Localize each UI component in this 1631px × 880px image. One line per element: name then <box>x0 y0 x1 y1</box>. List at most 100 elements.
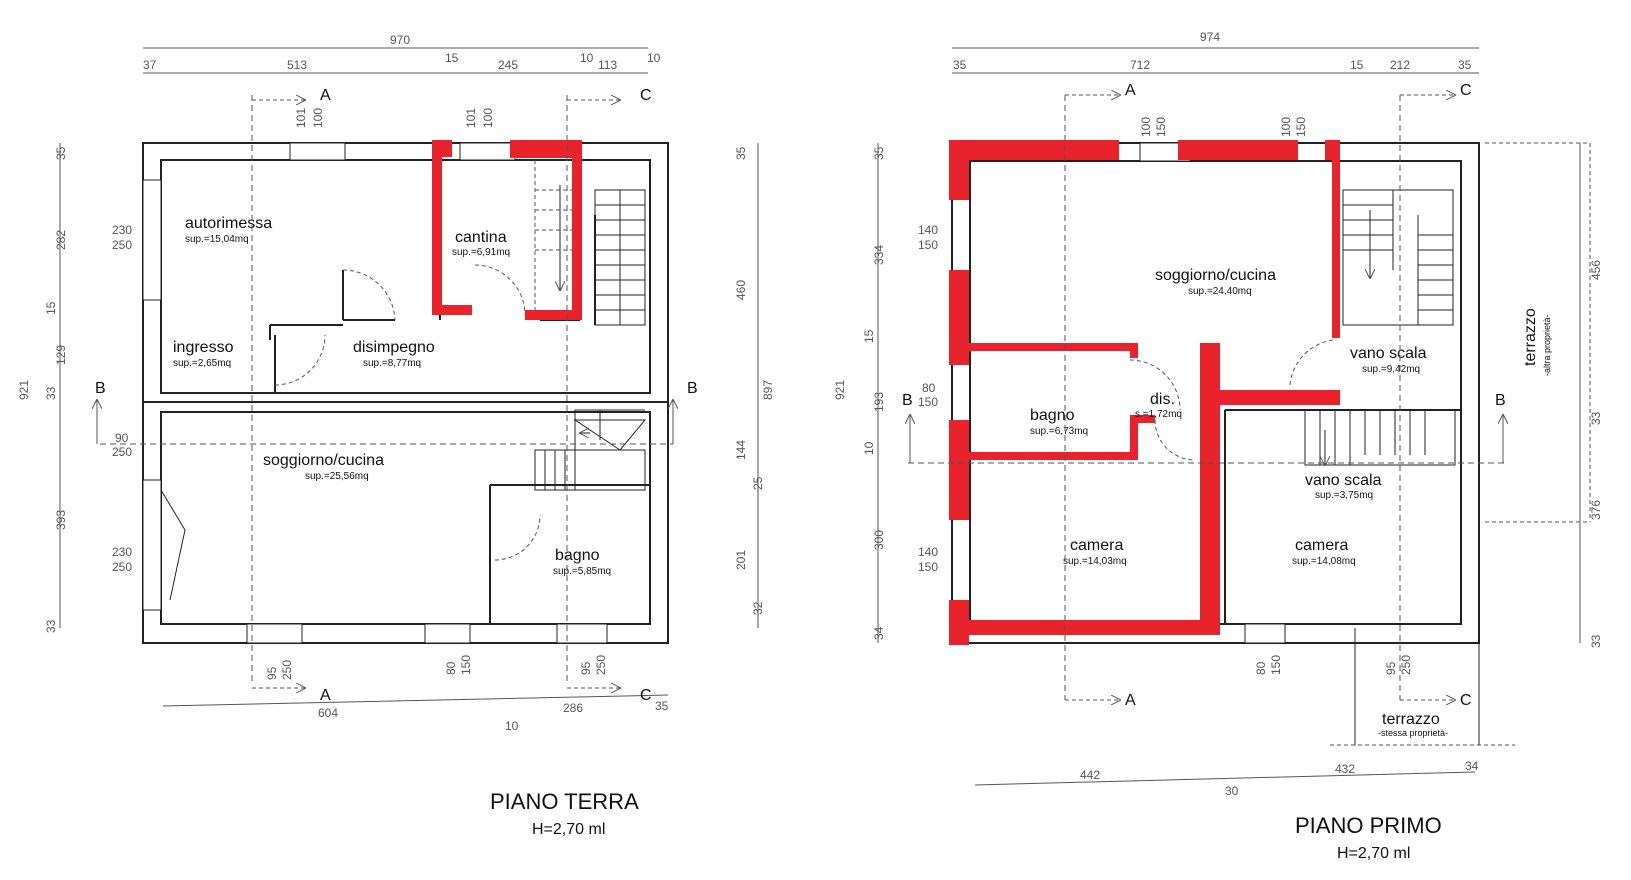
section-marker: C <box>1460 82 1472 99</box>
dim-label: 10 <box>505 719 519 733</box>
dim-label: 15 <box>445 51 459 65</box>
section-marker: B <box>1495 392 1506 409</box>
dim-label: 393 <box>54 510 68 530</box>
ground-room-area: sup.=25,56mq <box>305 471 369 482</box>
dim-label: 100 <box>1139 117 1153 137</box>
dim-label: 921 <box>17 380 31 400</box>
dim-label: 150 <box>459 655 473 675</box>
dim-label: 101 <box>294 108 308 128</box>
first-room-labels: soggiorno/cucina sup.=24,40mq vano scala… <box>1030 267 1552 738</box>
first-room-area: sup.=9,42mq <box>1362 364 1420 375</box>
dim-label: 604 <box>318 706 338 720</box>
ground-room-area: sup.=15,04mq <box>185 234 249 245</box>
dim-label: 10 <box>647 51 661 65</box>
dim-label: 80 <box>444 661 458 675</box>
first-room-area: sup.=24,40mq <box>1188 286 1252 297</box>
first-room-name: dis. <box>1150 391 1175 408</box>
first-room-area: sup.=14,08mq <box>1292 556 1356 567</box>
dim-label: 334 <box>872 245 886 265</box>
section-marker: B <box>687 380 698 397</box>
dim-label: 140 <box>918 545 938 559</box>
terrace-other-note: -altra proprietà- <box>1542 314 1552 376</box>
dim-label: 33 <box>44 619 58 633</box>
dim-label: 32 <box>751 601 765 615</box>
section-marker: B <box>95 380 106 397</box>
dim-label: 90 <box>115 431 129 445</box>
dim-label: 456 <box>1589 260 1603 280</box>
first-room-area: sup.=3,75mq <box>1315 490 1373 501</box>
ground-room-area: sup.=8,77mq <box>363 358 421 369</box>
dim-label: 921 <box>833 380 847 400</box>
first-dimension-lines <box>877 47 1581 786</box>
ground-room-area: sup.=6,91mq <box>452 247 510 258</box>
dim-label: 35 <box>655 699 669 713</box>
dim-label: 144 <box>734 440 748 460</box>
dim-label: 35 <box>1458 58 1472 72</box>
dim-label: 34 <box>872 626 886 640</box>
dim-label: 150 <box>918 238 938 252</box>
dim-label: 250 <box>112 560 132 574</box>
dim-label: 460 <box>734 280 748 300</box>
dim-label: 250 <box>1399 655 1413 675</box>
terrace-same-label: terrazzo <box>1382 711 1440 728</box>
ground-floor-height: H=2,70 ml <box>532 821 605 838</box>
dim-label: 100 <box>481 108 495 128</box>
dim-label: 150 <box>1294 117 1308 137</box>
first-room-name: bagno <box>1030 407 1075 424</box>
dim-label: 25 <box>751 476 765 490</box>
dim-label: 10 <box>862 441 876 455</box>
dim-label: 129 <box>54 345 68 365</box>
ground-room-name: soggiorno/cucina <box>263 452 384 469</box>
dim-label: 282 <box>54 230 68 250</box>
dim-label: 250 <box>280 660 294 680</box>
first-room-name: vano scala <box>1350 345 1427 362</box>
first-room-area: sup.=14,03mq <box>1063 556 1127 567</box>
ground-room-labels: autorimessa sup.=15,04mq cantina sup.=6,… <box>173 215 611 577</box>
dim-label: 442 <box>1080 768 1100 782</box>
first-room-area: sup.=6,73mq <box>1030 426 1088 437</box>
dim-label: 101 <box>464 108 478 128</box>
ground-room-name: disimpegno <box>353 339 435 356</box>
section-marker: C <box>1460 692 1472 709</box>
ground-outer-wall <box>142 142 669 644</box>
ground-room-name: cantina <box>455 229 507 246</box>
first-floor-height: H=2,70 ml <box>1337 845 1410 862</box>
dim-label: 100 <box>311 108 325 128</box>
dim-label: 230 <box>112 545 132 559</box>
section-marker: A <box>1125 692 1136 709</box>
section-marker: B <box>902 392 913 409</box>
dim-label: 376 <box>1589 500 1603 520</box>
dim-label: 150 <box>1154 117 1168 137</box>
dim-label: 140 <box>918 223 938 237</box>
dim-label: 897 <box>761 380 775 400</box>
section-marker: A <box>320 87 331 104</box>
dim-label: 15 <box>862 329 876 343</box>
dim-label: 201 <box>734 550 748 570</box>
dim-label: 34 <box>1465 759 1479 773</box>
first-room-area: s.=1,72mq <box>1135 409 1182 420</box>
dim-label: 150 <box>1269 655 1283 675</box>
dim-label: 33 <box>44 386 58 400</box>
dim-label: 970 <box>390 33 410 47</box>
dim-label: 35 <box>734 146 748 160</box>
first-room-name: vano scala <box>1305 472 1382 489</box>
first-dimension-text: 974 35 712 15 212 35 100 150 100 150 921… <box>833 30 1603 798</box>
dim-label: 10 <box>580 51 594 65</box>
dim-label: 300 <box>872 530 886 550</box>
dim-label: 80 <box>922 381 936 395</box>
ground-room-name: ingresso <box>173 339 234 356</box>
dim-label: 30 <box>1225 784 1239 798</box>
dim-label: 712 <box>1130 58 1150 72</box>
ground-demolition-walls <box>432 140 582 320</box>
dim-label: 37 <box>143 58 157 72</box>
first-floor-title: PIANO PRIMO <box>1295 813 1442 838</box>
dim-label: 35 <box>872 146 886 160</box>
dim-label: 15 <box>1350 58 1364 72</box>
section-marker: C <box>640 87 652 104</box>
first-room-name: camera <box>1295 537 1348 554</box>
dim-label: 95 <box>579 661 593 675</box>
ground-room-area: sup.=2,65mq <box>173 358 231 369</box>
first-room-name: camera <box>1070 537 1123 554</box>
